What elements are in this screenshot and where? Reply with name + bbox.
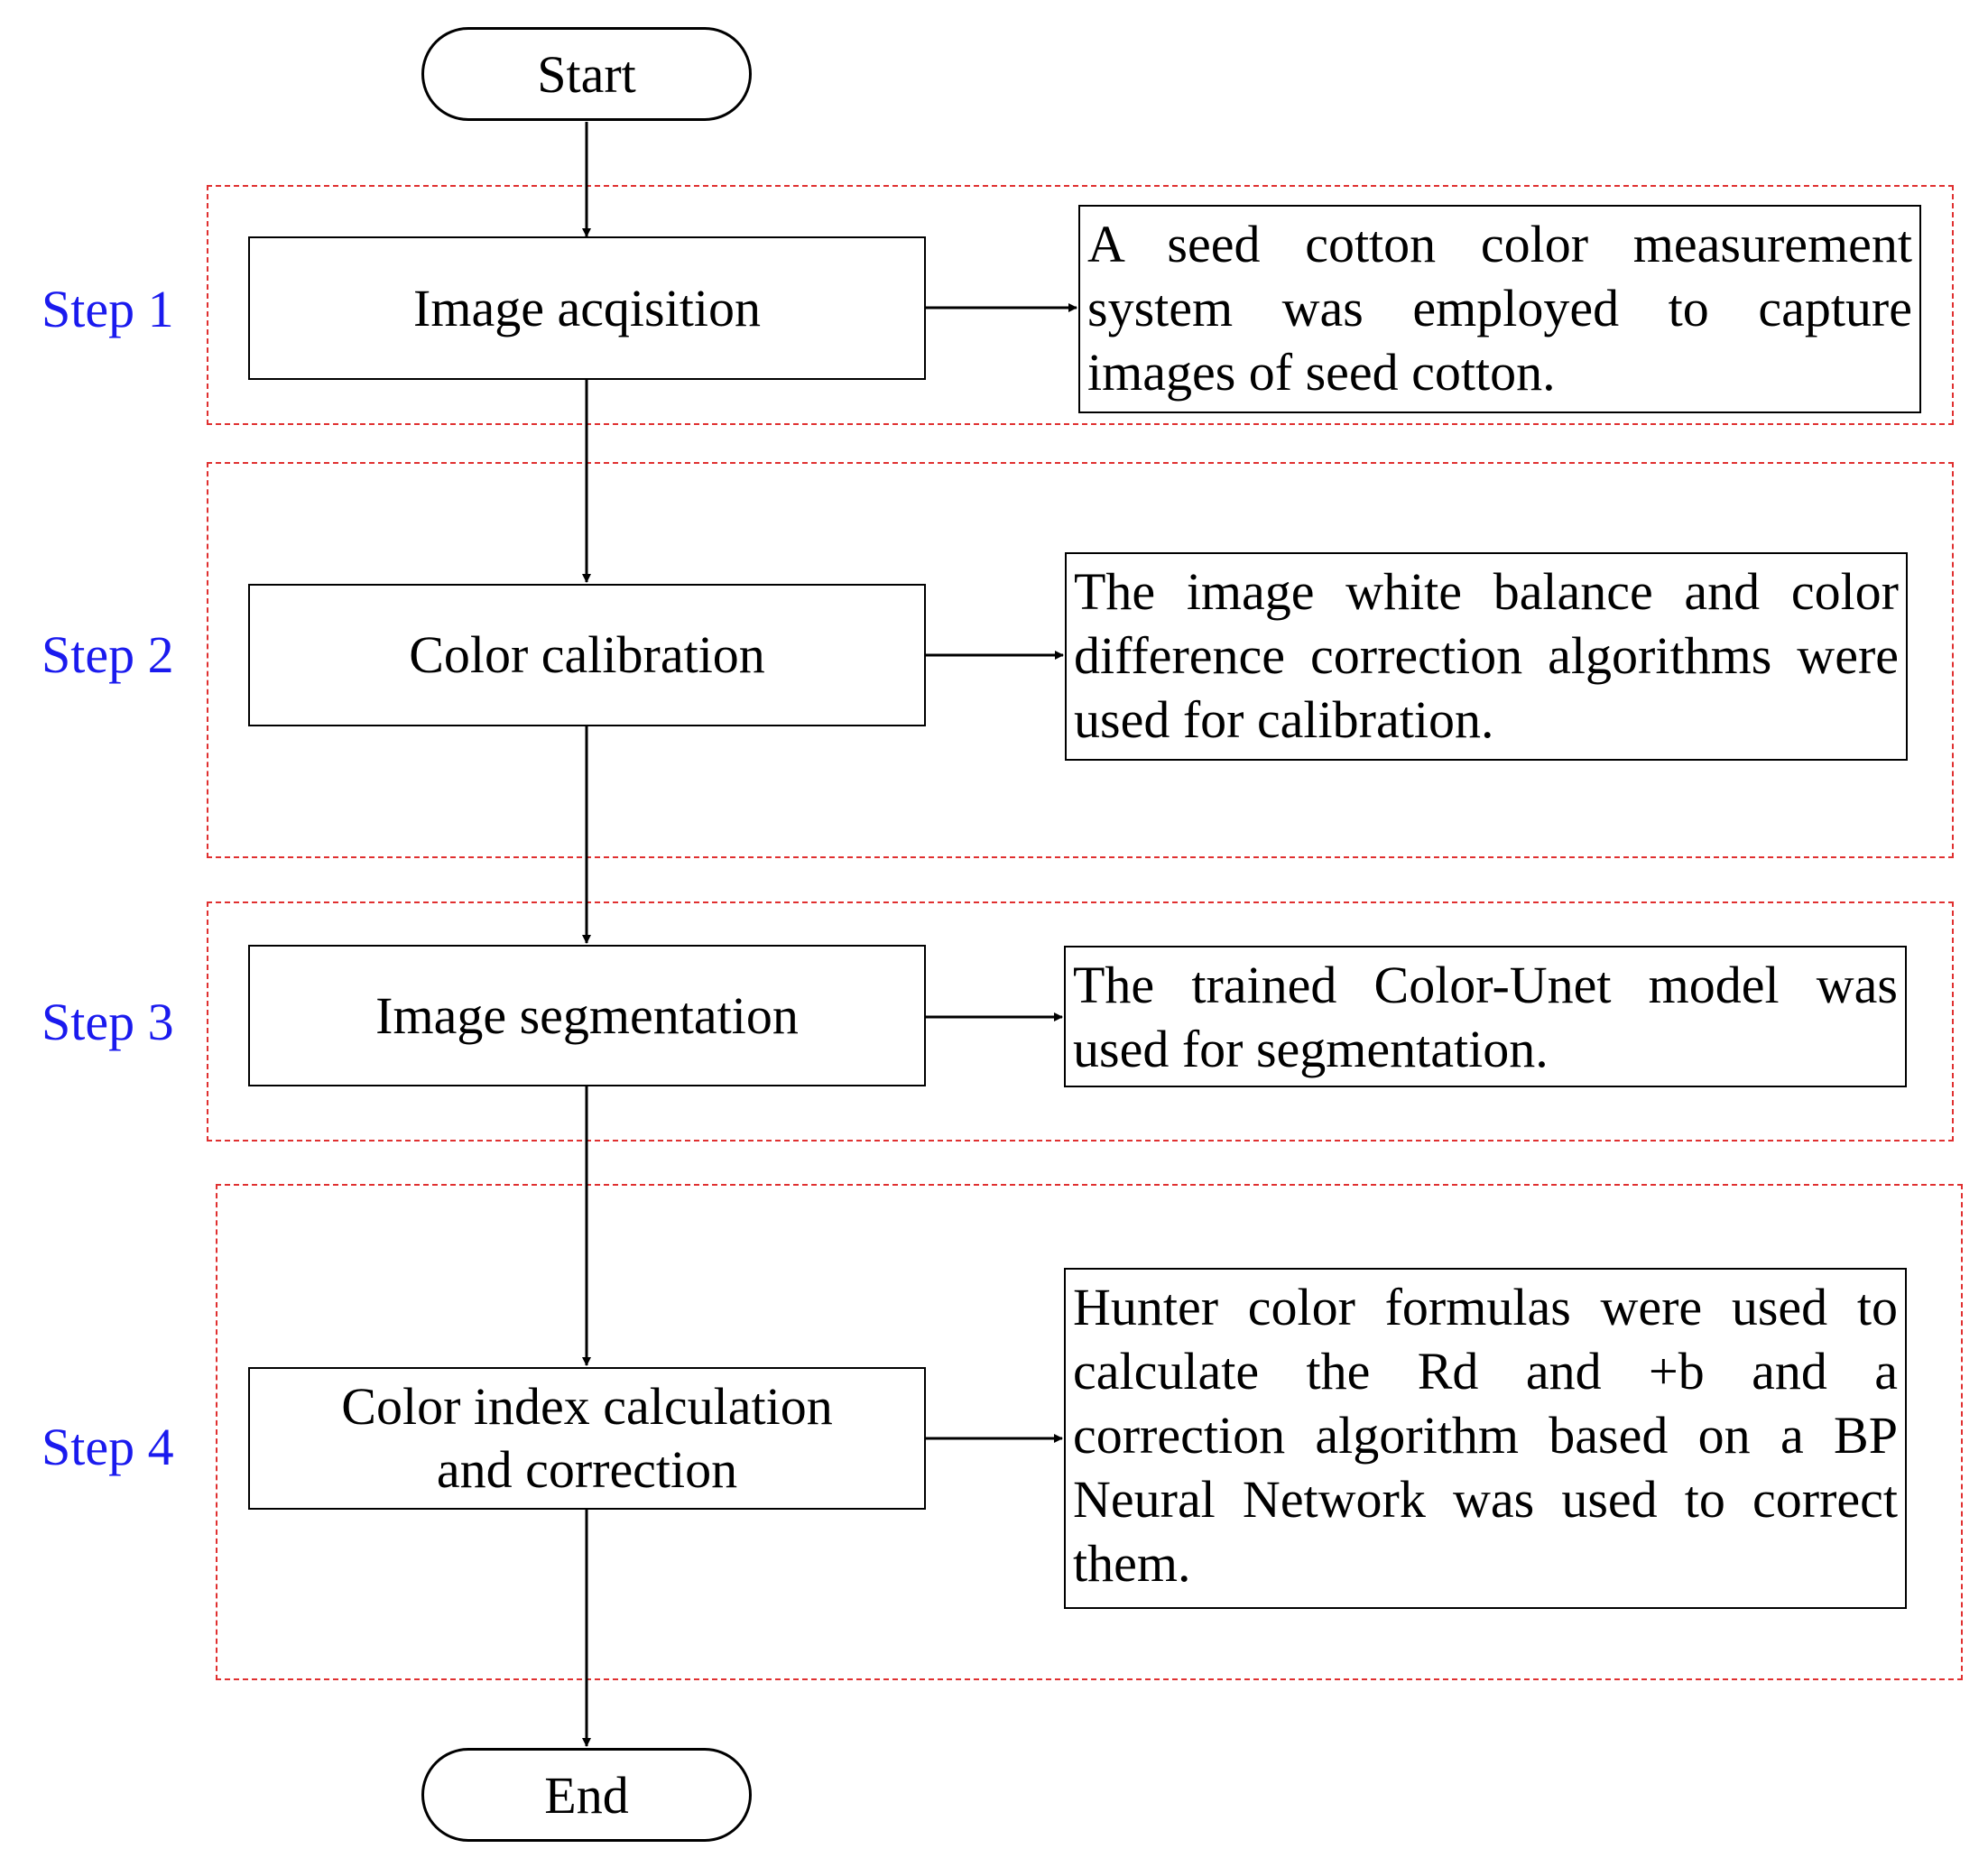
step-2-label: Step 2 bbox=[42, 625, 174, 684]
description-text: Hunter color formulas were used to calcu… bbox=[1073, 1278, 1898, 1593]
description-text: The trained Color-Unet model was used fo… bbox=[1073, 956, 1898, 1078]
end-terminal: End bbox=[421, 1748, 752, 1842]
step-3-group bbox=[207, 901, 1954, 1142]
step-3-label: Step 3 bbox=[42, 993, 174, 1051]
step-4-group bbox=[216, 1184, 1963, 1680]
start-terminal: Start bbox=[421, 27, 752, 121]
description-text: The image white balance and color differ… bbox=[1074, 562, 1899, 749]
process-box-color-calibration: Color calibration bbox=[248, 584, 926, 726]
process-box-image-acquisition: Image acqisition bbox=[248, 236, 926, 380]
process-box-image-segmentation: Image segmentation bbox=[248, 945, 926, 1086]
step-2-group bbox=[207, 462, 1954, 858]
step-1-group bbox=[207, 185, 1954, 425]
process-box-color-index: Color index calculation and correction bbox=[248, 1367, 926, 1510]
description-box-step-1: A seed cotton color measurement system w… bbox=[1078, 205, 1921, 413]
process-label: Color calibration bbox=[409, 625, 765, 685]
step-1-label: Step 1 bbox=[42, 280, 174, 338]
process-label: Color index calculation and correction bbox=[341, 1377, 833, 1499]
step-4-label: Step 4 bbox=[42, 1418, 174, 1476]
description-box-step-3: The trained Color-Unet model was used fo… bbox=[1064, 946, 1907, 1087]
description-box-step-4: Hunter color formulas were used to calcu… bbox=[1064, 1268, 1907, 1609]
process-label: Image segmentation bbox=[375, 985, 799, 1045]
process-label: Image acqisition bbox=[413, 278, 761, 337]
description-box-step-2: The image white balance and color differ… bbox=[1065, 552, 1908, 761]
description-text: A seed cotton color measurement system w… bbox=[1087, 215, 1912, 402]
